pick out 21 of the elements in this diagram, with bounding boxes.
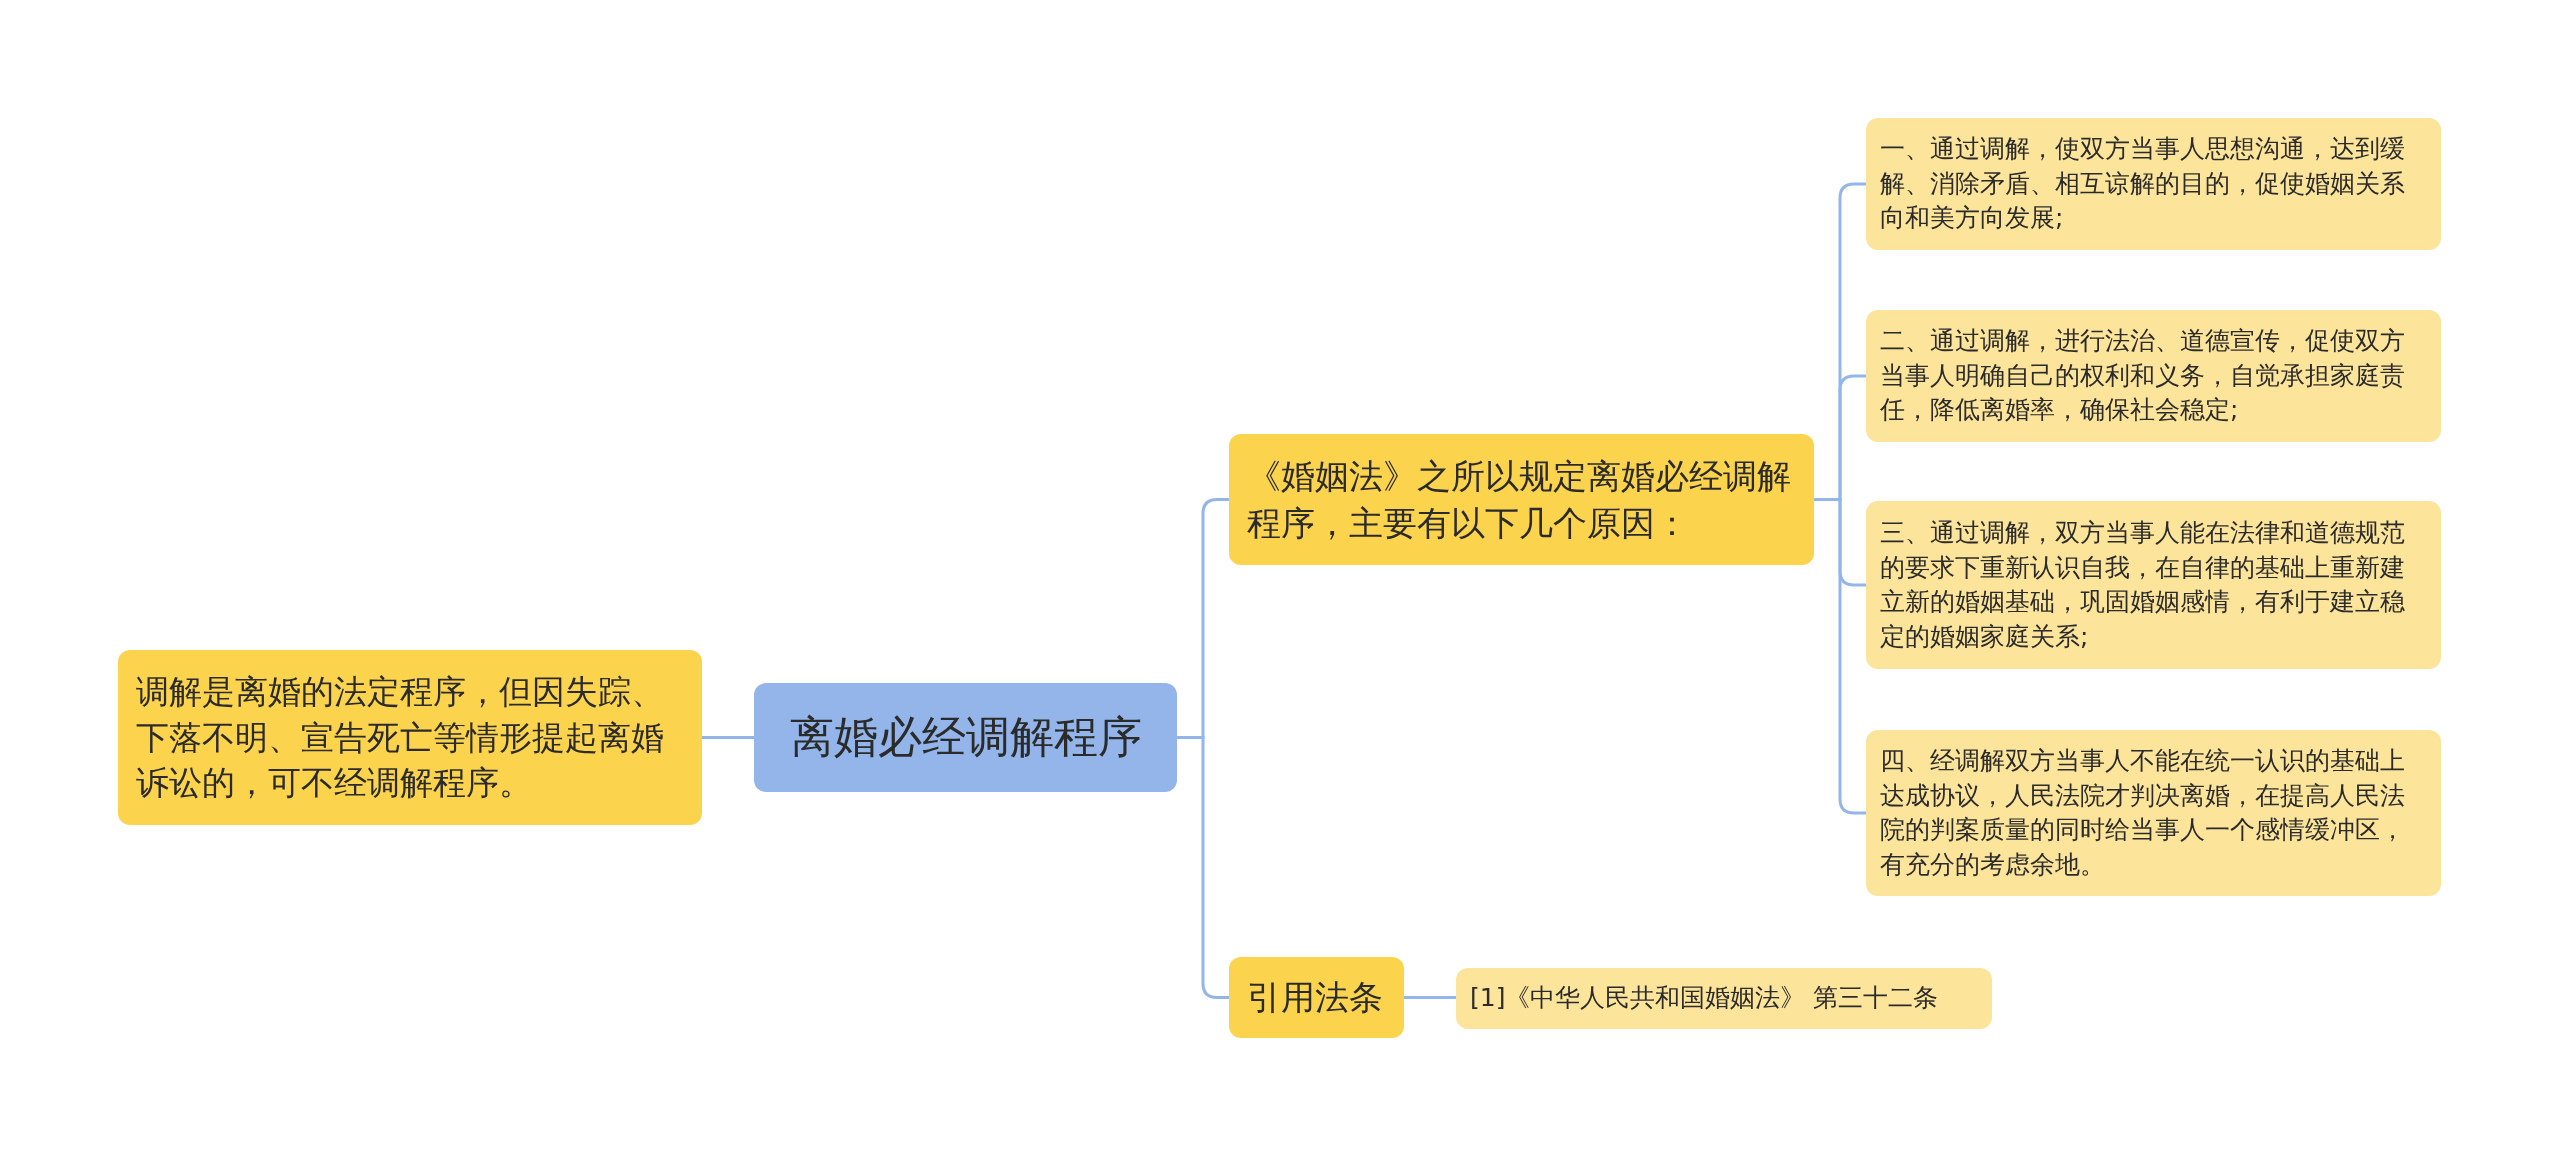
leaf-box: [1866, 310, 2441, 442]
leaf-box: [1866, 118, 2441, 250]
node-text: 二、通过调解，进行法治、道德宣传，促使双方当事人明确自己的权利和义务，自觉承担家庭责任，降低离婚率，确保社会稳定;: [1880, 325, 2406, 427]
leaf-box: [1866, 501, 2441, 669]
connector-line: [1814, 498, 1866, 815]
leaf-box: [1866, 730, 2441, 896]
connector-line: [1404, 996, 1456, 999]
node-text: 四、经调解双方当事人不能在统一认识的基础上达成协议，人民法院才判决离婚，在提高人民法院的判案质量的同时给当事人一个感情缓冲区，有充分的考虑余地。: [1880, 745, 2406, 881]
node-text: 《婚姻法》之所以规定离婚必经调解程序，主要有以下几个原因：: [1247, 454, 1792, 545]
node-text: 一、通过调解，使双方当事人思想沟通，达到缓解、消除矛盾、相互谅解的目的，促使婚姻关系向和美方向发展;: [1880, 133, 2406, 235]
node-text: [1]《中华人民共和国婚姻法》 第三十二条: [1470, 982, 1939, 1015]
node-text: 三、通过调解，双方当事人能在法律和道德规范的要求下重新认识自我，在自律的基础上重新建立新的婚姻基础，巩固婚姻感情，有利于建立稳定的婚姻家庭关系;: [1880, 517, 2406, 653]
connector-line: [702, 736, 754, 739]
node-text: 调解是离婚的法定程序，但因失踪、下落不明、宣告死亡等情形提起离婚诉讼的，可不经调解程序。: [136, 671, 665, 805]
branch-box: [1229, 957, 1404, 1038]
leaf-box: [1456, 968, 1992, 1029]
node-text: 引用法条: [1247, 976, 1383, 1020]
topic-box: [754, 683, 1177, 792]
node-text: 离婚必经调解程序: [789, 710, 1142, 765]
branch-box: [118, 650, 702, 825]
branch-box: [1229, 434, 1814, 565]
